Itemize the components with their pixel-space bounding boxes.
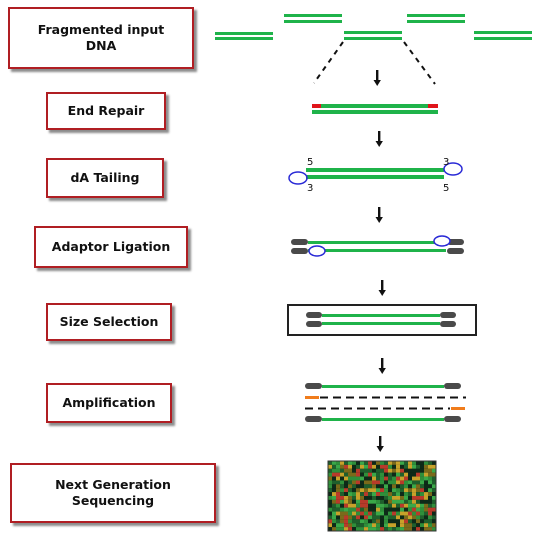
strand-label-5-bottom: 5 [443, 183, 449, 194]
size-selection-dna [287, 304, 477, 336]
step-end-repair: End Repair [46, 92, 166, 130]
adaptor-left-bottom [291, 248, 308, 254]
arrow-down-icon [375, 131, 383, 147]
dna-fragment [407, 14, 465, 23]
zoom-line-left [313, 41, 344, 84]
step-next-generation-sequencing: Next Generation Sequencing [10, 463, 216, 523]
da-tailing-dna: 5 3 3 5 [288, 157, 463, 194]
step-adaptor-ligation: Adaptor Ligation [34, 226, 188, 268]
adaptor-right-top [447, 239, 464, 245]
amplification-dna [305, 383, 466, 422]
strand-label-5-top: 5 [307, 157, 313, 168]
adaptor-ligation-dna [291, 235, 464, 257]
selection-frame [287, 304, 477, 336]
step-da-tailing: dA Tailing [46, 158, 164, 198]
step-fragmented-input-dna: Fragmented input DNA [8, 7, 194, 69]
dna-fragment [474, 31, 532, 40]
repaired-end-left [312, 104, 321, 108]
adaptor-right-bottom [447, 248, 464, 254]
primer-forward [305, 396, 319, 399]
strand-label-3-top: 3 [443, 157, 449, 168]
dna-fragments [215, 14, 532, 40]
end-repair-dna [312, 104, 438, 114]
a-tail-right [443, 162, 463, 176]
arrow-down-icon [376, 436, 384, 452]
dna-fragment [215, 32, 273, 40]
zoom-line-right [403, 41, 436, 85]
dna-fragment [284, 14, 342, 23]
a-tail-left [288, 171, 308, 185]
flow-arrows [373, 70, 386, 452]
arrow-down-icon [375, 207, 383, 223]
adaptor-left-top [291, 239, 308, 245]
dna-fragment [344, 31, 402, 40]
strand-label-3-bottom: 3 [307, 183, 313, 194]
step-size-selection: Size Selection [46, 303, 172, 341]
repaired-end-right [428, 104, 438, 108]
arrow-down-icon [373, 70, 381, 86]
arrow-down-icon [378, 358, 386, 374]
step-amplification: Amplification [46, 383, 172, 423]
primer-reverse [451, 407, 465, 410]
arrow-down-icon [378, 280, 386, 296]
sequencing-readout-image [327, 460, 437, 532]
